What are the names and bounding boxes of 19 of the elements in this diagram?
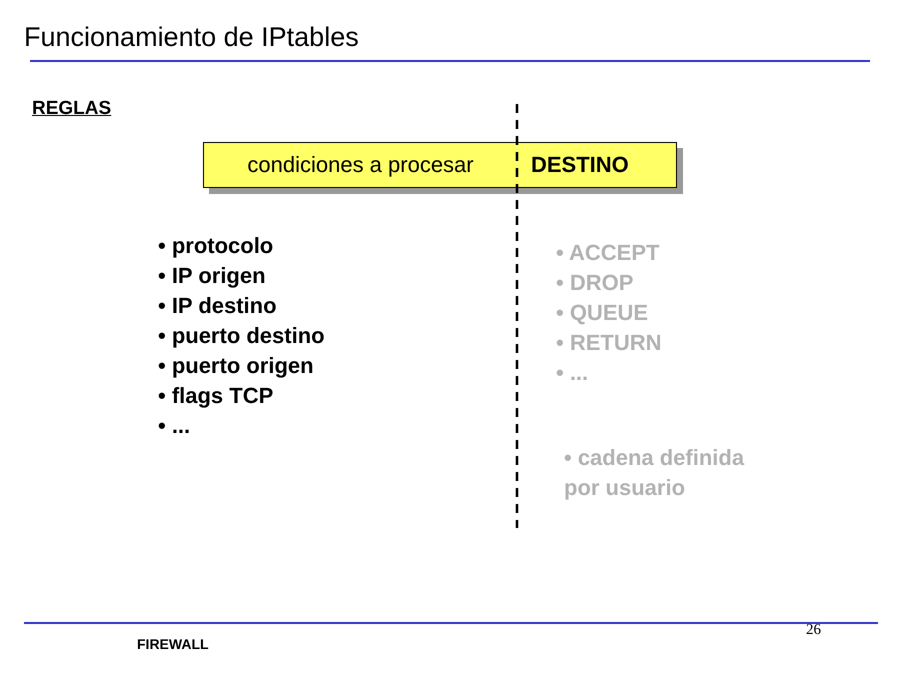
- list-item: • cadena definida por usuario: [564, 444, 746, 502]
- list-item: • ...: [556, 360, 588, 386]
- list-item: • RETURN: [556, 330, 662, 356]
- list-item: • ...: [158, 413, 190, 439]
- list-item: • flags TCP: [158, 383, 274, 409]
- list-item: • IP destino: [158, 293, 277, 319]
- list-item: • ACCEPT: [556, 240, 660, 266]
- footer-text: FIREWALL: [137, 636, 209, 652]
- box-label: condiciones a procesar: [246, 152, 475, 178]
- list-item: • IP origen: [158, 263, 266, 289]
- list-item: • puerto origen: [158, 353, 314, 379]
- section-heading: REGLAS: [32, 98, 112, 120]
- list-item: • DROP: [556, 270, 634, 296]
- box-heading: DESTINO: [530, 152, 630, 178]
- list-item: • protocolo: [158, 233, 274, 259]
- list-item: • puerto destino: [158, 323, 325, 349]
- list-item: • QUEUE: [556, 300, 648, 326]
- slide-title: Funcionamiento de IPtables: [24, 22, 359, 53]
- page-number: 26: [806, 622, 821, 639]
